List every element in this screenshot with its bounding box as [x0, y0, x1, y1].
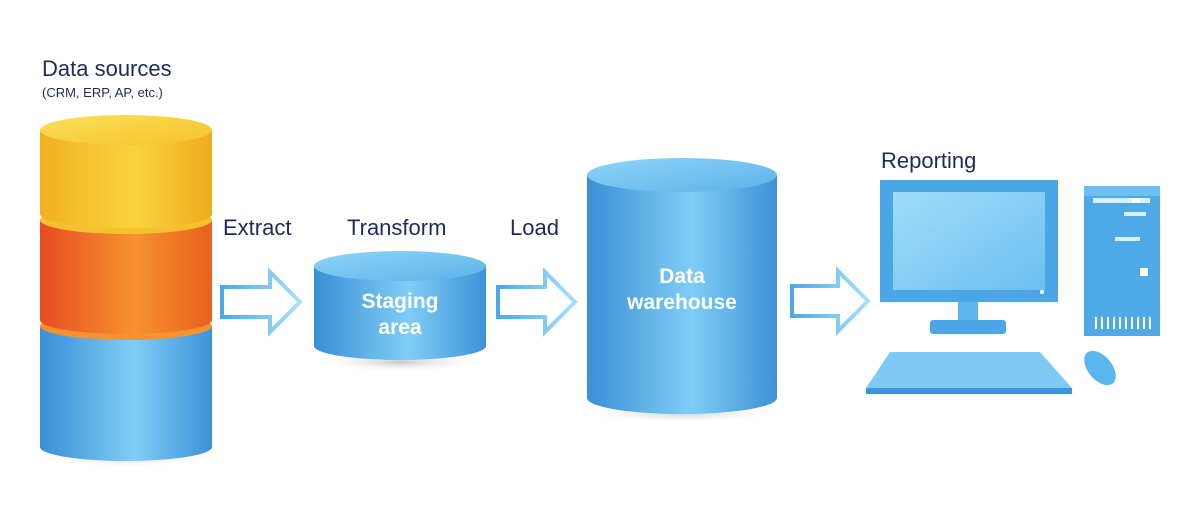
- warehouse-cylinder-icon: [578, 158, 786, 424]
- warehouse-line-1: Data: [659, 265, 705, 288]
- data-sources-title: Data sources: [42, 56, 172, 81]
- staging-line-2: area: [378, 316, 422, 339]
- staging-area-label: Staging area: [340, 289, 460, 341]
- arrow-right-icon: [496, 267, 578, 337]
- data-sources-subtitle: (CRM, ERP, AP, etc.): [42, 85, 163, 100]
- desktop-computer-icon: [866, 180, 1160, 394]
- transform-label: Transform: [347, 215, 447, 240]
- load-label: Load: [510, 215, 559, 240]
- data-warehouse-label: Data warehouse: [610, 264, 754, 316]
- arrow-right-icon: [220, 267, 303, 337]
- staging-line-1: Staging: [361, 290, 439, 313]
- reporting-label: Reporting: [881, 148, 977, 173]
- extract-label: Extract: [223, 215, 292, 240]
- warehouse-line-2: warehouse: [627, 291, 737, 314]
- staging-cylinder-icon: [310, 251, 490, 372]
- stacked-database-icon: [26, 115, 226, 468]
- arrow-right-icon: [790, 266, 871, 336]
